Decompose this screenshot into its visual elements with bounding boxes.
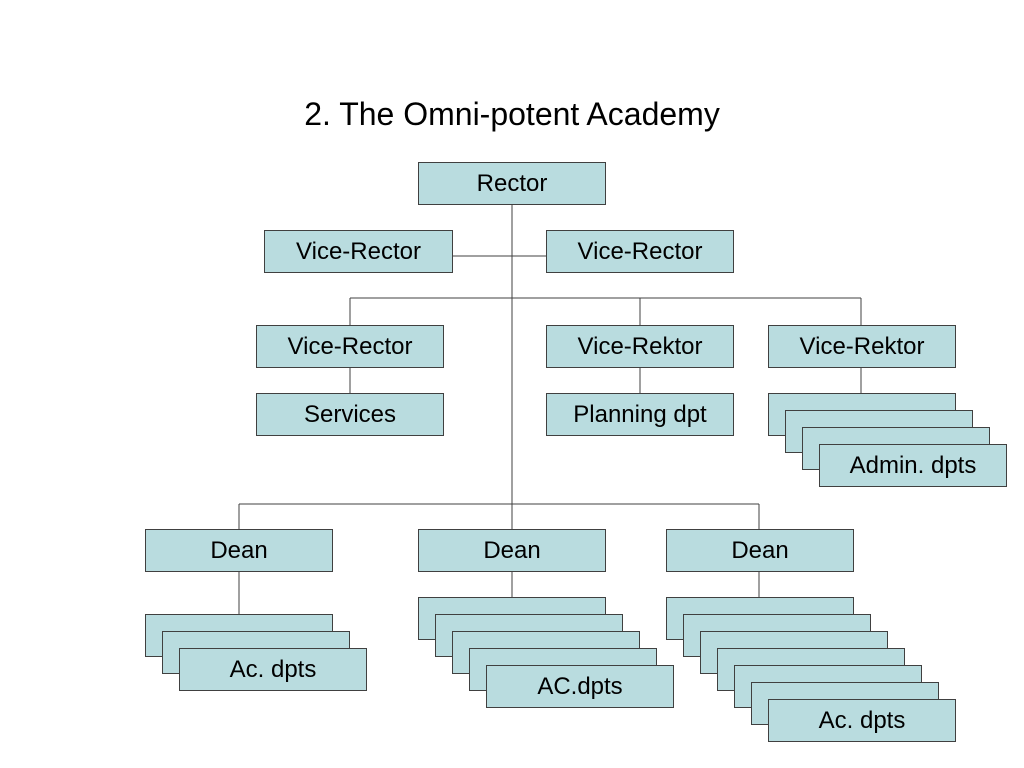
- ac-dpts-3-label: Ac. dpts: [818, 706, 906, 734]
- admin-dpts-box: Admin. dpts: [819, 444, 1007, 487]
- dean-1-box: Dean: [145, 529, 333, 572]
- admin-dpts-label: Admin. dpts: [849, 451, 977, 479]
- rector-box: Rector: [418, 162, 606, 205]
- dean-2-box: Dean: [418, 529, 606, 572]
- page-title: 2. The Omni-potent Academy: [304, 96, 720, 132]
- planning-label: Planning dpt: [573, 400, 707, 428]
- planning-box: Planning dpt: [546, 393, 734, 436]
- vice-rector-left-box: Vice-Rector: [264, 230, 453, 273]
- ac-dpts-1-label: Ac. dpts: [229, 655, 317, 683]
- vice-rector-right-box: Vice-Rector: [546, 230, 734, 273]
- vice-rektor-planning-box: Vice-Rektor: [546, 325, 734, 368]
- ac-dpts-2-box: AC.dpts: [486, 665, 674, 708]
- dean-3-box: Dean: [666, 529, 854, 572]
- vice-rector-services-box: Vice-Rector: [256, 325, 444, 368]
- dean-1-label: Dean: [210, 536, 268, 564]
- services-box: Services: [256, 393, 444, 436]
- vice-rektor-planning-label: Vice-Rektor: [577, 332, 703, 360]
- ac-dpts-2-label: AC.dpts: [537, 672, 623, 700]
- ac-dpts-3-box: Ac. dpts: [768, 699, 956, 742]
- ac-dpts-1-box: Ac. dpts: [179, 648, 367, 691]
- vice-rector-right-label: Vice-Rector: [577, 237, 703, 265]
- rector-label: Rector: [476, 169, 548, 197]
- dean-3-label: Dean: [731, 536, 789, 564]
- dean-2-label: Dean: [483, 536, 541, 564]
- vice-rektor-admin-label: Vice-Rektor: [799, 332, 925, 360]
- services-label: Services: [303, 400, 397, 428]
- vice-rector-left-label: Vice-Rector: [296, 237, 421, 265]
- vice-rector-services-label: Vice-Rector: [287, 332, 413, 360]
- vice-rektor-admin-box: Vice-Rektor: [768, 325, 956, 368]
